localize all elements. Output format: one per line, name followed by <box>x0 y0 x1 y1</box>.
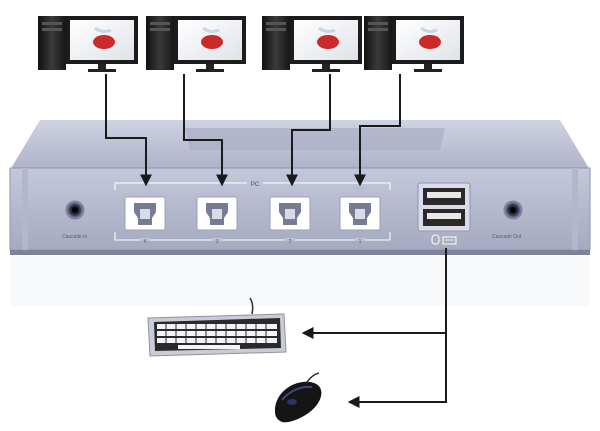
mouse <box>274 372 322 423</box>
kvm-switch: PC 4 3 2 1 <box>9 120 591 255</box>
port-number-3: 3 <box>216 239 219 245</box>
cascade-out-jack[interactable] <box>503 200 523 220</box>
usb-b-port-1[interactable] <box>339 196 381 231</box>
pc-cables <box>105 74 401 187</box>
cable-pc-2 <box>286 74 331 187</box>
mouse-keyboard-symbol-icon <box>431 234 457 245</box>
usb-b-port-4[interactable] <box>124 196 166 231</box>
pc-group-label: PC <box>251 182 260 188</box>
usb-b-port-3[interactable] <box>196 196 238 231</box>
port-number-4: 4 <box>144 239 147 245</box>
cascade-in-jack[interactable] <box>65 200 85 220</box>
peripheral-cables <box>301 248 447 408</box>
screen-flower-icon <box>201 35 223 49</box>
computer-3 <box>146 16 246 72</box>
usb-b-port-2[interactable] <box>269 196 311 231</box>
computer-2 <box>262 16 362 72</box>
cable-pc-1 <box>354 74 401 187</box>
computer-1 <box>364 16 464 72</box>
screen-flower-icon <box>419 35 441 49</box>
cable-pc-4 <box>105 74 152 187</box>
keyboard <box>147 297 287 357</box>
usb-a-port-stack[interactable] <box>417 182 471 232</box>
port-number-2: 2 <box>289 239 292 245</box>
port-number-1: 1 <box>359 239 362 245</box>
device-reflection <box>10 256 590 306</box>
screen-flower-icon <box>93 35 115 49</box>
cable-mouse <box>347 248 447 408</box>
cascade-out-label: Cascade Out <box>492 234 522 240</box>
cable-pc-3 <box>183 74 228 187</box>
computer-4 <box>38 16 138 72</box>
screen-flower-icon <box>317 35 339 49</box>
cascade-in-label: Cascade In <box>62 234 88 240</box>
pc-port-group: PC <box>114 182 391 241</box>
